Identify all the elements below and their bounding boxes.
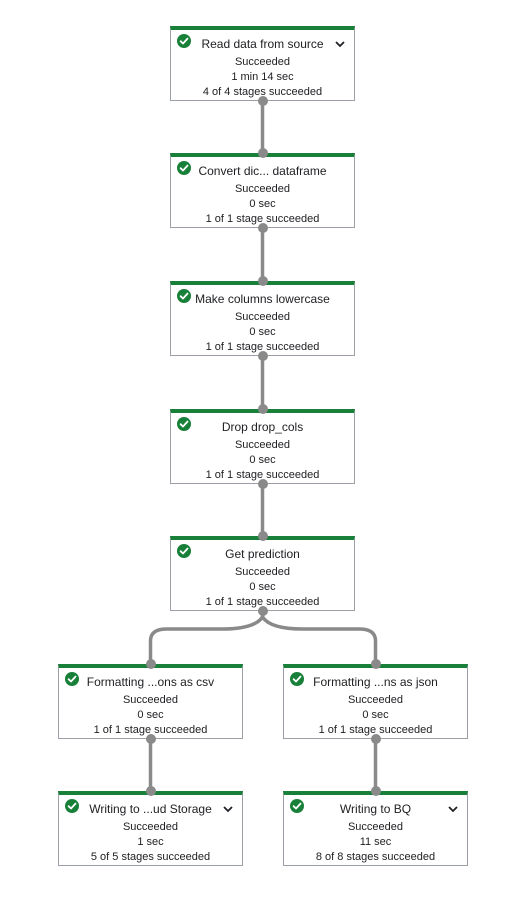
step-stages: 1 of 1 stage succeeded xyxy=(205,596,320,608)
step-title: Writing to BQ xyxy=(339,802,412,816)
step-title: Make columns lowercase xyxy=(195,292,330,306)
step-status: Succeeded xyxy=(122,821,179,833)
step-stages: 1 of 1 stage succeeded xyxy=(318,724,433,736)
step-status: Succeeded xyxy=(234,439,291,451)
step-stages: 1 of 1 stage succeeded xyxy=(205,213,320,225)
step-status: Succeeded xyxy=(234,183,291,195)
connector-anchor xyxy=(257,531,268,541)
chevron-down-icon[interactable] xyxy=(222,802,234,814)
step-status: Succeeded xyxy=(234,56,291,68)
step-node-convert[interactable]: Convert dic... dataframe Succeeded 0 sec… xyxy=(170,153,355,228)
check-circle-icon xyxy=(290,672,304,686)
connector-anchor xyxy=(145,659,156,669)
step-node-format-csv[interactable]: Formatting ...ons as csv Succeeded 0 sec… xyxy=(58,664,243,739)
step-duration: 0 sec xyxy=(249,198,276,210)
step-stages: 5 of 5 stages succeeded xyxy=(90,851,211,863)
step-status: Succeeded xyxy=(234,311,291,323)
step-duration: 0 sec xyxy=(249,454,276,466)
connector-anchor xyxy=(370,659,381,669)
connector-anchor xyxy=(257,223,268,233)
step-stages: 4 of 4 stages succeeded xyxy=(202,86,323,98)
step-node-read-data[interactable]: Read data from source Succeeded 1 min 14… xyxy=(170,26,355,101)
connector-anchor xyxy=(257,96,268,106)
step-title: Get prediction xyxy=(225,547,300,561)
check-circle-icon xyxy=(65,672,79,686)
connector-anchor xyxy=(370,734,381,744)
step-status: Succeeded xyxy=(347,694,404,706)
step-title: Formatting ...ons as csv xyxy=(86,675,215,689)
chevron-down-icon[interactable] xyxy=(334,37,346,49)
step-node-lowercase[interactable]: Make columns lowercase Succeeded 0 sec 1… xyxy=(170,281,355,356)
step-duration: 1 min 14 sec xyxy=(231,71,294,83)
connector-anchor xyxy=(257,606,268,616)
step-duration: 1 sec xyxy=(137,836,164,848)
connector-anchor xyxy=(145,786,156,796)
step-stages: 8 of 8 stages succeeded xyxy=(315,851,436,863)
step-stages: 1 of 1 stage succeeded xyxy=(205,469,320,481)
step-duration: 0 sec xyxy=(249,581,276,593)
step-node-format-json[interactable]: Formatting ...ns as json Succeeded 0 sec… xyxy=(283,664,468,739)
connector-line xyxy=(148,611,265,664)
connector-anchor xyxy=(257,276,268,286)
chevron-down-icon[interactable] xyxy=(447,802,459,814)
step-status: Succeeded xyxy=(122,694,179,706)
step-node-write-bq[interactable]: Writing to BQ Succeeded 11 sec 8 of 8 st… xyxy=(283,791,468,866)
check-circle-icon xyxy=(177,161,191,175)
step-node-get-prediction[interactable]: Get prediction Succeeded 0 sec 1 of 1 st… xyxy=(170,536,355,611)
step-stages: 1 of 1 stage succeeded xyxy=(205,341,320,353)
check-circle-icon xyxy=(177,544,191,558)
step-duration: 0 sec xyxy=(249,326,276,338)
step-duration: 0 sec xyxy=(137,709,164,721)
step-stages: 1 of 1 stage succeeded xyxy=(93,724,208,736)
check-circle-icon xyxy=(177,417,191,431)
connector-anchor xyxy=(145,734,156,744)
check-circle-icon xyxy=(65,799,79,813)
step-duration: 0 sec xyxy=(362,709,389,721)
step-node-write-storage[interactable]: Writing to ...ud Storage Succeeded 1 sec… xyxy=(58,791,243,866)
connector-line xyxy=(260,611,378,664)
step-title: Convert dic... dataframe xyxy=(198,164,327,178)
step-title: Drop drop_cols xyxy=(221,420,304,434)
check-circle-icon xyxy=(177,289,191,303)
step-title: Formatting ...ns as json xyxy=(313,675,438,689)
step-status: Succeeded xyxy=(347,821,404,833)
check-circle-icon xyxy=(177,34,191,48)
step-title: Read data from source xyxy=(201,37,324,51)
connector-anchor xyxy=(370,786,381,796)
step-title: Writing to ...ud Storage xyxy=(89,802,212,816)
connector-anchor xyxy=(257,479,268,489)
step-duration: 11 sec xyxy=(359,836,392,848)
check-circle-icon xyxy=(290,799,304,813)
connector-anchor xyxy=(257,404,268,414)
step-node-drop-cols[interactable]: Drop drop_cols Succeeded 0 sec 1 of 1 st… xyxy=(170,409,355,484)
connector-anchor xyxy=(257,351,268,361)
step-status: Succeeded xyxy=(234,566,291,578)
connector-anchor xyxy=(257,148,268,158)
